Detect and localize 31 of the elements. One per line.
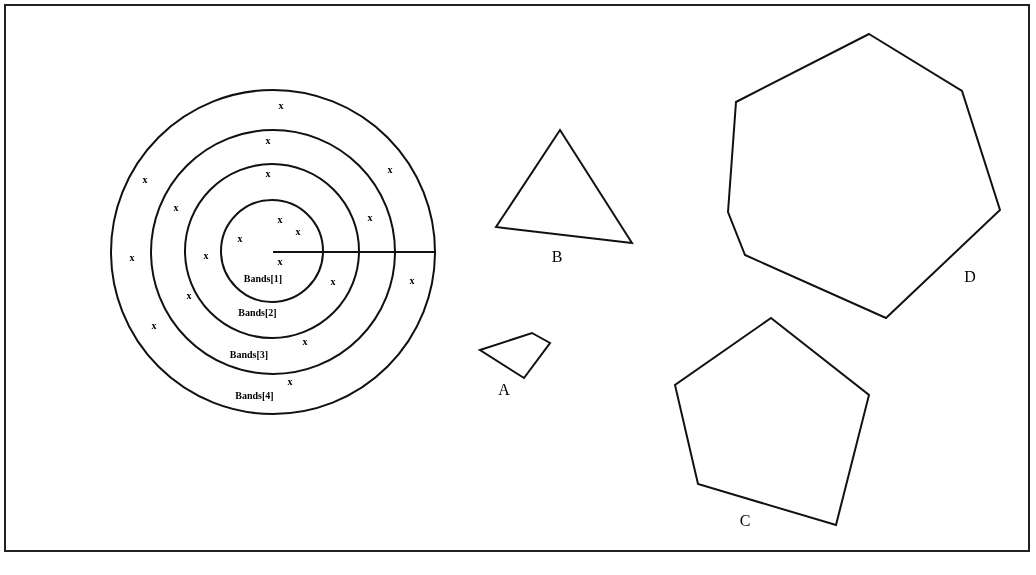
band-circle [184, 163, 360, 339]
band-label: Bands[1] [243, 274, 283, 284]
point-mark: x [173, 203, 179, 213]
shape-label: D [964, 269, 976, 285]
point-mark: x [151, 321, 157, 331]
point-mark: x [330, 277, 336, 287]
point-mark: x [186, 291, 192, 301]
point-mark: x [367, 213, 373, 223]
point-mark: x [295, 227, 301, 237]
point-mark: x [278, 101, 284, 111]
shape-label: B [551, 249, 563, 265]
shape-label: A [498, 382, 510, 398]
point-mark: x [237, 234, 243, 244]
point-mark: x [387, 165, 393, 175]
band-label: Bands[3] [229, 350, 269, 360]
point-mark: x [142, 175, 148, 185]
point-mark: x [287, 377, 293, 387]
band-label: Bands[2] [238, 307, 277, 318]
band-circle [149, 128, 396, 375]
shape-label: C [739, 513, 751, 529]
point-mark: x [265, 136, 271, 146]
band-circle [110, 89, 436, 415]
band-label: Bands[4] [235, 390, 274, 401]
point-mark: x [129, 253, 135, 263]
point-mark: x [277, 257, 283, 267]
point-mark: x [277, 215, 283, 225]
point-mark: x [409, 276, 415, 286]
point-mark: x [302, 337, 308, 347]
band-circle [219, 198, 324, 303]
point-mark: x [203, 251, 209, 261]
point-mark: x [265, 169, 271, 179]
